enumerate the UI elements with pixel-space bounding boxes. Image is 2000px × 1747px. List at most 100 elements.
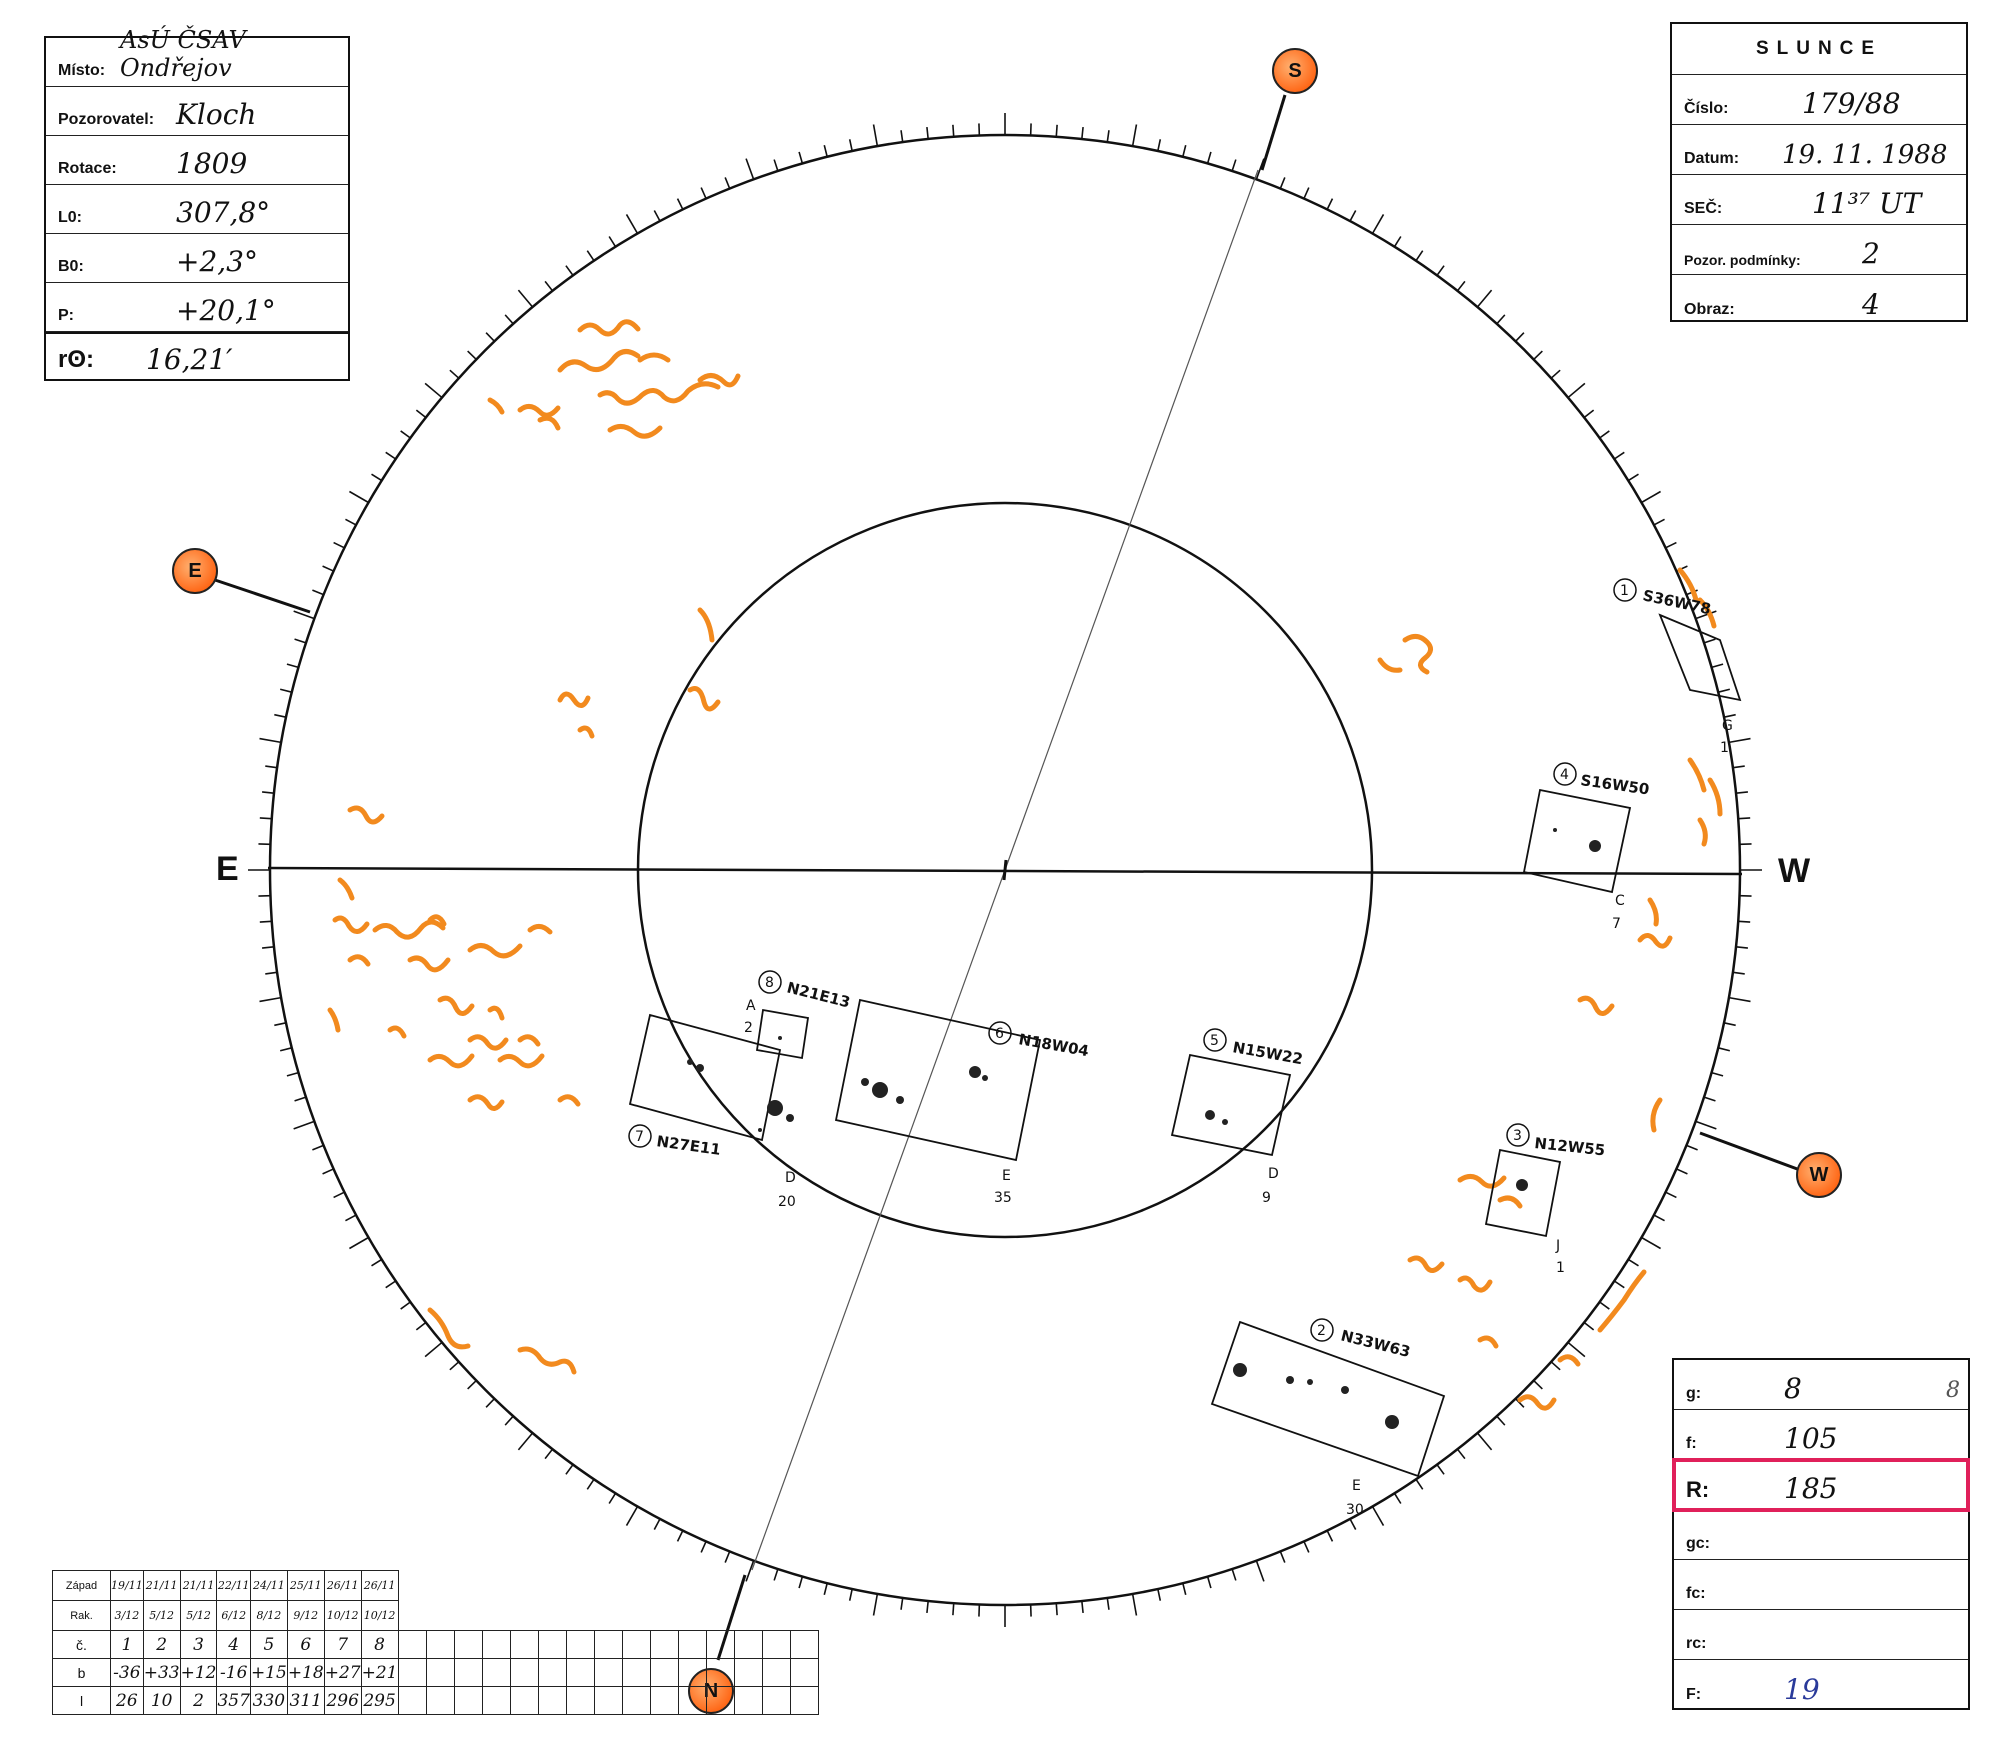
degree-tick: [1735, 946, 1748, 949]
rotation-table-row-label: l: [52, 1686, 111, 1715]
rotation-table-empty-cell: [705, 1658, 735, 1687]
degree-tick: [1567, 1341, 1586, 1358]
time-value: 11³⁷ UT: [1812, 187, 1922, 220]
faculae: [327, 319, 1723, 1411]
region-5-name: N15W22: [1231, 1038, 1304, 1068]
rotation-table-cell: 5: [249, 1630, 288, 1659]
degree-tick: [798, 151, 804, 164]
degree-tick: [1567, 382, 1586, 399]
degree-tick: [259, 737, 282, 744]
degree-tick: [653, 1518, 661, 1530]
degree-tick: [926, 127, 929, 140]
rotation-table-empty-cell: [621, 1658, 651, 1687]
axis-label-west: W: [1778, 852, 1811, 890]
rotation-table-row-label: Západ: [52, 1570, 111, 1601]
record-row-number: Číslo: 179/88: [1672, 75, 1966, 125]
degree-tick: [1371, 214, 1385, 234]
region-8-number: 8: [765, 975, 774, 991]
degree-tick: [848, 139, 853, 152]
degree-tick: [1723, 1022, 1736, 1027]
s-pointer: [1260, 94, 1287, 171]
rotation-table-empty-cell: [425, 1686, 455, 1715]
degree-tick: [1456, 1448, 1466, 1460]
degree-tick: [625, 1506, 639, 1526]
degree-tick: [1723, 713, 1736, 718]
degree-tick: [1738, 817, 1751, 820]
f-value: 105: [1784, 1422, 1838, 1455]
rotation-table-cell: 19/11: [110, 1570, 144, 1601]
region-1-area: 1: [1720, 740, 1729, 756]
degree-tick: [1081, 1600, 1084, 1613]
count-row-F: F: 19: [1674, 1660, 1968, 1710]
degree-tick: [1131, 124, 1138, 147]
rotation-table-cell: 26: [110, 1686, 144, 1715]
rotation-table-cell: 8: [360, 1630, 399, 1659]
compass-badge-west: W: [1796, 1152, 1842, 1198]
rotation-table-cell: +21: [360, 1658, 399, 1687]
degree-tick: [1496, 314, 1506, 325]
region-5-class: D: [1268, 1166, 1279, 1182]
region-1-name: S36W78: [1641, 586, 1712, 618]
degree-tick: [1055, 1603, 1058, 1616]
degree-tick: [1599, 1301, 1610, 1310]
degree-ticks: [248, 113, 1762, 1627]
degree-tick: [293, 1120, 315, 1130]
rotation-table-empty-cell: [565, 1630, 595, 1659]
rotation-table-cell: 7: [323, 1630, 362, 1659]
region-2-area: 30: [1346, 1502, 1364, 1518]
degree-tick: [371, 1258, 383, 1267]
count-row-f: f: 105: [1674, 1410, 1968, 1460]
rotation-table-empty-cell: [705, 1630, 735, 1659]
rotation-table-empty-cell: [453, 1658, 483, 1687]
degree-tick: [1349, 210, 1357, 222]
degree-tick: [1279, 177, 1286, 189]
rotation-table-cell: 10/12: [360, 1600, 399, 1631]
fc-label: fc:: [1686, 1585, 1706, 1602]
record-row-time: SEČ: 11³⁷ UT: [1672, 175, 1966, 225]
location-value: AsÚ ČSAV Ondřejov: [120, 26, 246, 82]
degree-tick: [312, 1144, 324, 1151]
degree-tick: [1131, 1593, 1138, 1616]
degree-tick: [1695, 1120, 1717, 1130]
degree-tick: [415, 409, 427, 419]
degree-tick: [262, 946, 275, 949]
degree-tick: [274, 1022, 287, 1027]
degree-tick: [608, 236, 617, 248]
degree-tick: [848, 1588, 853, 1601]
region-labels: 1 S36W78 G 1 4 S16W50 C 7 3 N12W55 J 1 2…: [628, 578, 1733, 1518]
degree-tick: [773, 159, 779, 172]
rotation-table-empty-cell: [509, 1658, 539, 1687]
count-row-r: R: 185: [1672, 1458, 1970, 1512]
count-row-g: g: 8 8: [1674, 1360, 1968, 1410]
rotation-table-empty-cell: [481, 1686, 511, 1715]
axis-label-east: E: [216, 850, 239, 888]
degree-tick: [823, 144, 828, 158]
degree-tick: [1496, 1415, 1506, 1426]
degree-tick: [1732, 971, 1745, 975]
degree-tick: [1717, 688, 1731, 693]
rotation-table-cell: 9/12: [286, 1600, 325, 1631]
rotation-table-cell: -36: [110, 1658, 144, 1687]
degree-tick: [1717, 1047, 1731, 1052]
region-4-number: 4: [1560, 767, 1569, 783]
rotation-table-cell: 311: [286, 1686, 325, 1715]
region-8-class: A: [746, 998, 756, 1014]
degree-tick: [608, 1492, 617, 1504]
rotation-table-empty-cell: [789, 1686, 819, 1715]
region-7-number: 7: [635, 1129, 644, 1145]
date-label: Datum:: [1684, 150, 1740, 167]
rotation-table-cell: 6/12: [216, 1600, 251, 1631]
rotation-table-cell: 5/12: [142, 1600, 181, 1631]
degree-tick: [1627, 473, 1639, 482]
rotation-table-cell: +12: [179, 1658, 218, 1687]
degree-tick: [333, 1191, 345, 1199]
rotation-table-empty-cell: [453, 1686, 483, 1715]
degree-tick: [1583, 409, 1595, 419]
degree-tick: [798, 1576, 804, 1589]
degree-tick: [1641, 1236, 1661, 1250]
degree-tick: [1182, 1582, 1187, 1596]
e-pointer: [214, 578, 311, 614]
rotation-table-row-b: b-36+33+12-16+15+18+27+21: [52, 1658, 819, 1687]
